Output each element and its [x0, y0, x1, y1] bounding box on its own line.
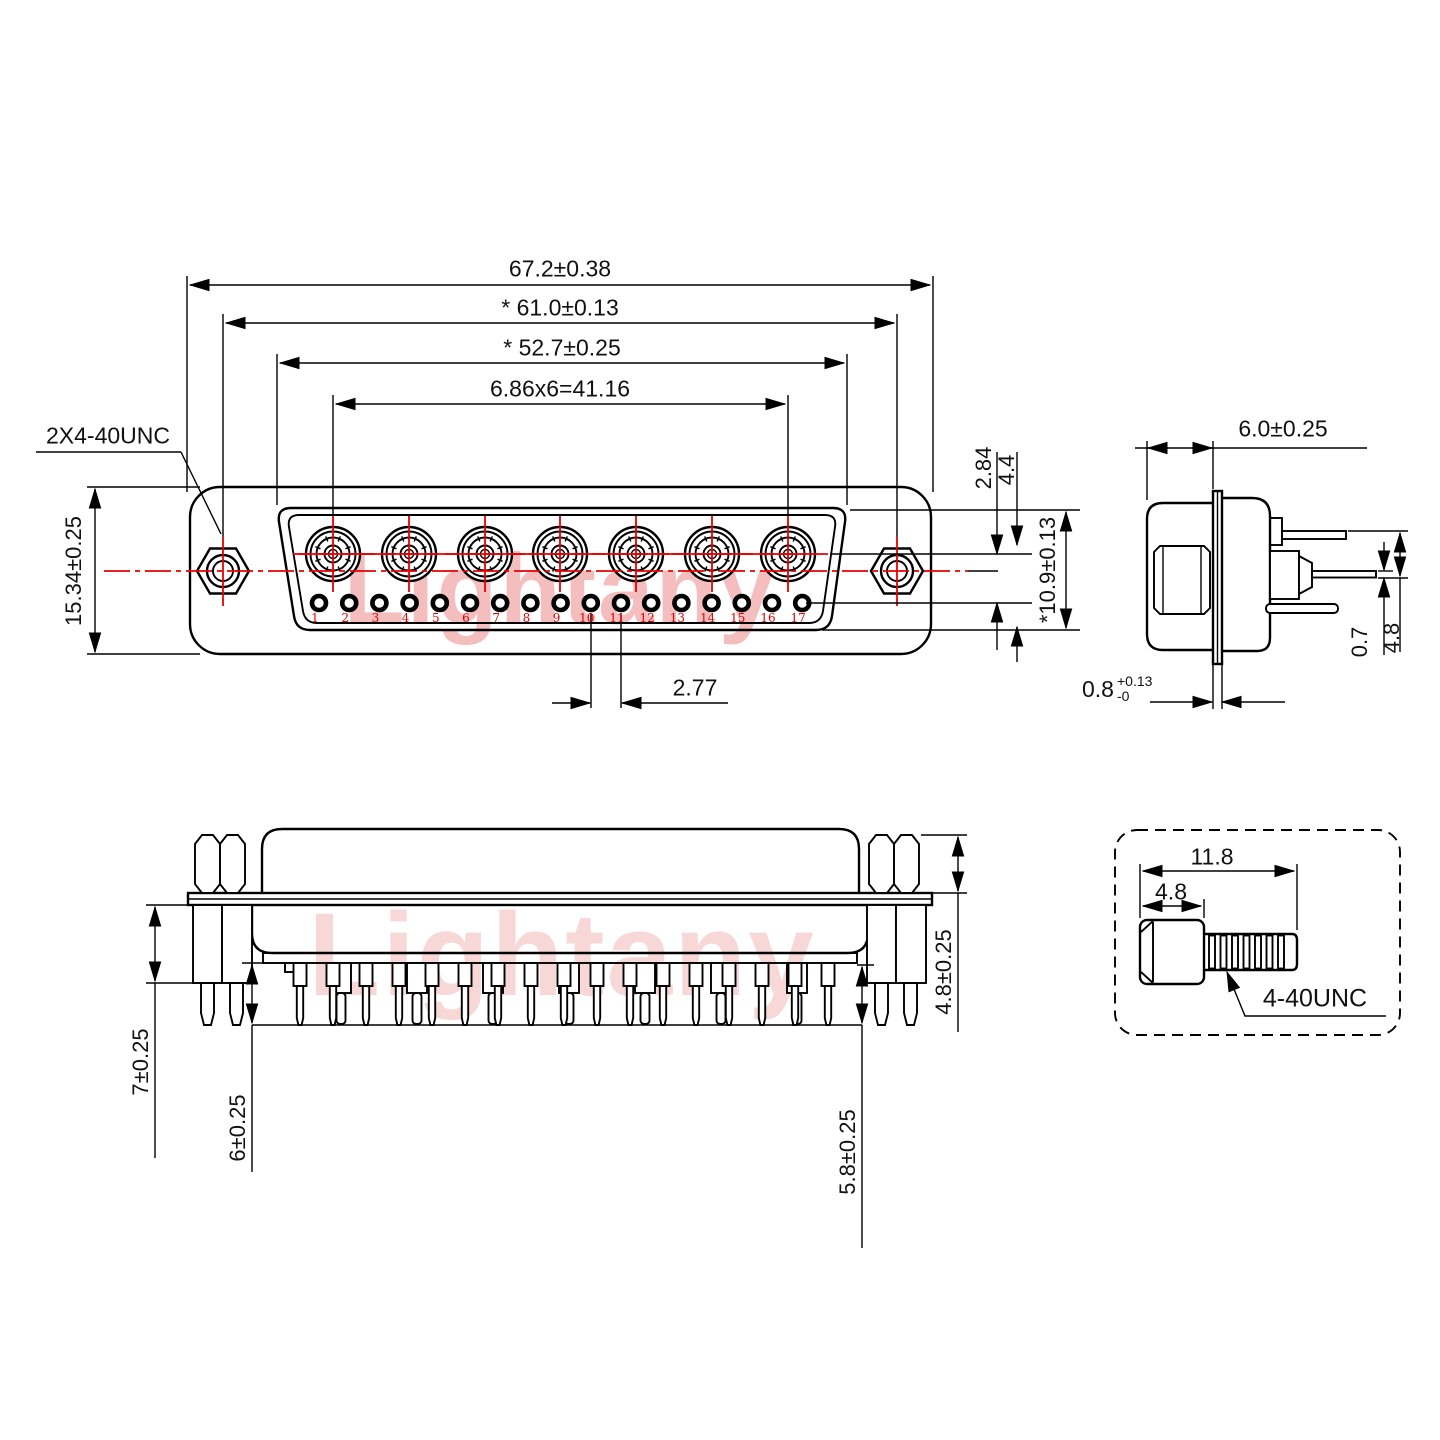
dim-flange-thickness: 0.8 +0.13 -0 [1082, 673, 1153, 705]
dim-wire-dia: 0.7 [1347, 626, 1372, 658]
pin-number-7: 7 [492, 611, 500, 625]
pin-number-12: 12 [639, 611, 655, 625]
dim-pin-length-side: 4.8 [1379, 622, 1404, 654]
thread-callout-screw: 4-40UNC [1262, 984, 1368, 1013]
side-coax-wire [1311, 570, 1377, 579]
bottom-view [146, 827, 967, 1248]
dim-pin-pitch: 2.77 [672, 674, 718, 701]
pin-number-3: 3 [371, 611, 380, 625]
pin-number-13: 13 [669, 611, 686, 625]
side-dimension-lines [1135, 441, 1408, 709]
side-bottom-pin [1265, 603, 1339, 614]
side-top-pin [1281, 530, 1347, 540]
detail-dimension-lines [1139, 864, 1386, 1017]
front-view [36, 276, 1080, 710]
pin-number-6: 6 [462, 611, 470, 625]
pin-number-9: 9 [552, 611, 561, 625]
pin-number-4: 4 [401, 611, 410, 625]
dim-pin-length-a: 6±0.25 [225, 1094, 250, 1162]
pin-number-16: 16 [760, 611, 776, 625]
side-view [1135, 441, 1408, 709]
front-dimension-lines [36, 276, 1080, 710]
dim-screw-head-length: 4.8 [1155, 878, 1187, 905]
side-coax-contact [1269, 550, 1300, 600]
pin-number-17: 17 [790, 611, 806, 625]
side-body [1145, 501, 1213, 652]
side-hex-nut [1153, 545, 1211, 615]
front-centerlines [104, 515, 968, 606]
side-top-terminal [1269, 517, 1283, 546]
screw-head [1138, 918, 1206, 986]
dim-cutout-height: *10.9±0.13 [1035, 516, 1060, 624]
pin-number-14: 14 [699, 611, 716, 625]
front-cutout-inner [287, 514, 837, 624]
dim-row-offset-b: 4.4 [994, 454, 1019, 486]
dim-pin-length-b: 5.8±0.25 [835, 1109, 860, 1195]
front-cutout-outer [277, 506, 847, 632]
dim-mount-span: * 61.0±0.13 [501, 294, 619, 321]
pin-number-1: 1 [311, 611, 319, 625]
thread-callout-front: 2X4-40UNC [46, 422, 170, 449]
flange-tol-minus: -0 [1116, 688, 1130, 705]
dim-contact-pitch: 6.86x6=41.16 [489, 375, 631, 402]
dim-front-height: 15.34±0.25 [61, 516, 86, 626]
dim-overall-width: 67.2±0.38 [508, 255, 612, 282]
flange-thickness-value: 0.8 [1082, 675, 1114, 702]
pin-number-8: 8 [522, 611, 531, 625]
dim-body-depth: 6.0±0.25 [1238, 415, 1328, 442]
side-rear-insulator [1222, 496, 1272, 653]
bottom-insulator [262, 952, 858, 964]
dim-screw-total-length: 11.8 [1190, 843, 1234, 870]
dim-standoff-height: 4.8±0.25 [931, 929, 956, 1015]
pin-number-11: 11 [609, 611, 625, 625]
pin-number-2: 2 [341, 611, 349, 625]
pin-number-5: 5 [431, 611, 440, 625]
dim-shell-width: * 52.7±0.25 [503, 334, 621, 361]
bottom-dimension-lines [146, 834, 967, 1248]
dim-standoff-length: 7±0.25 [128, 1028, 153, 1096]
screw-detail [1114, 829, 1401, 1036]
pin-number-15: 15 [730, 611, 746, 625]
screw-thread [1204, 932, 1299, 972]
flange-tol-plus: +0.13 [1116, 673, 1153, 689]
bottom-shell-top [260, 827, 861, 893]
bottom-shell-lower [250, 905, 870, 955]
pin-number-10: 10 [579, 611, 595, 625]
